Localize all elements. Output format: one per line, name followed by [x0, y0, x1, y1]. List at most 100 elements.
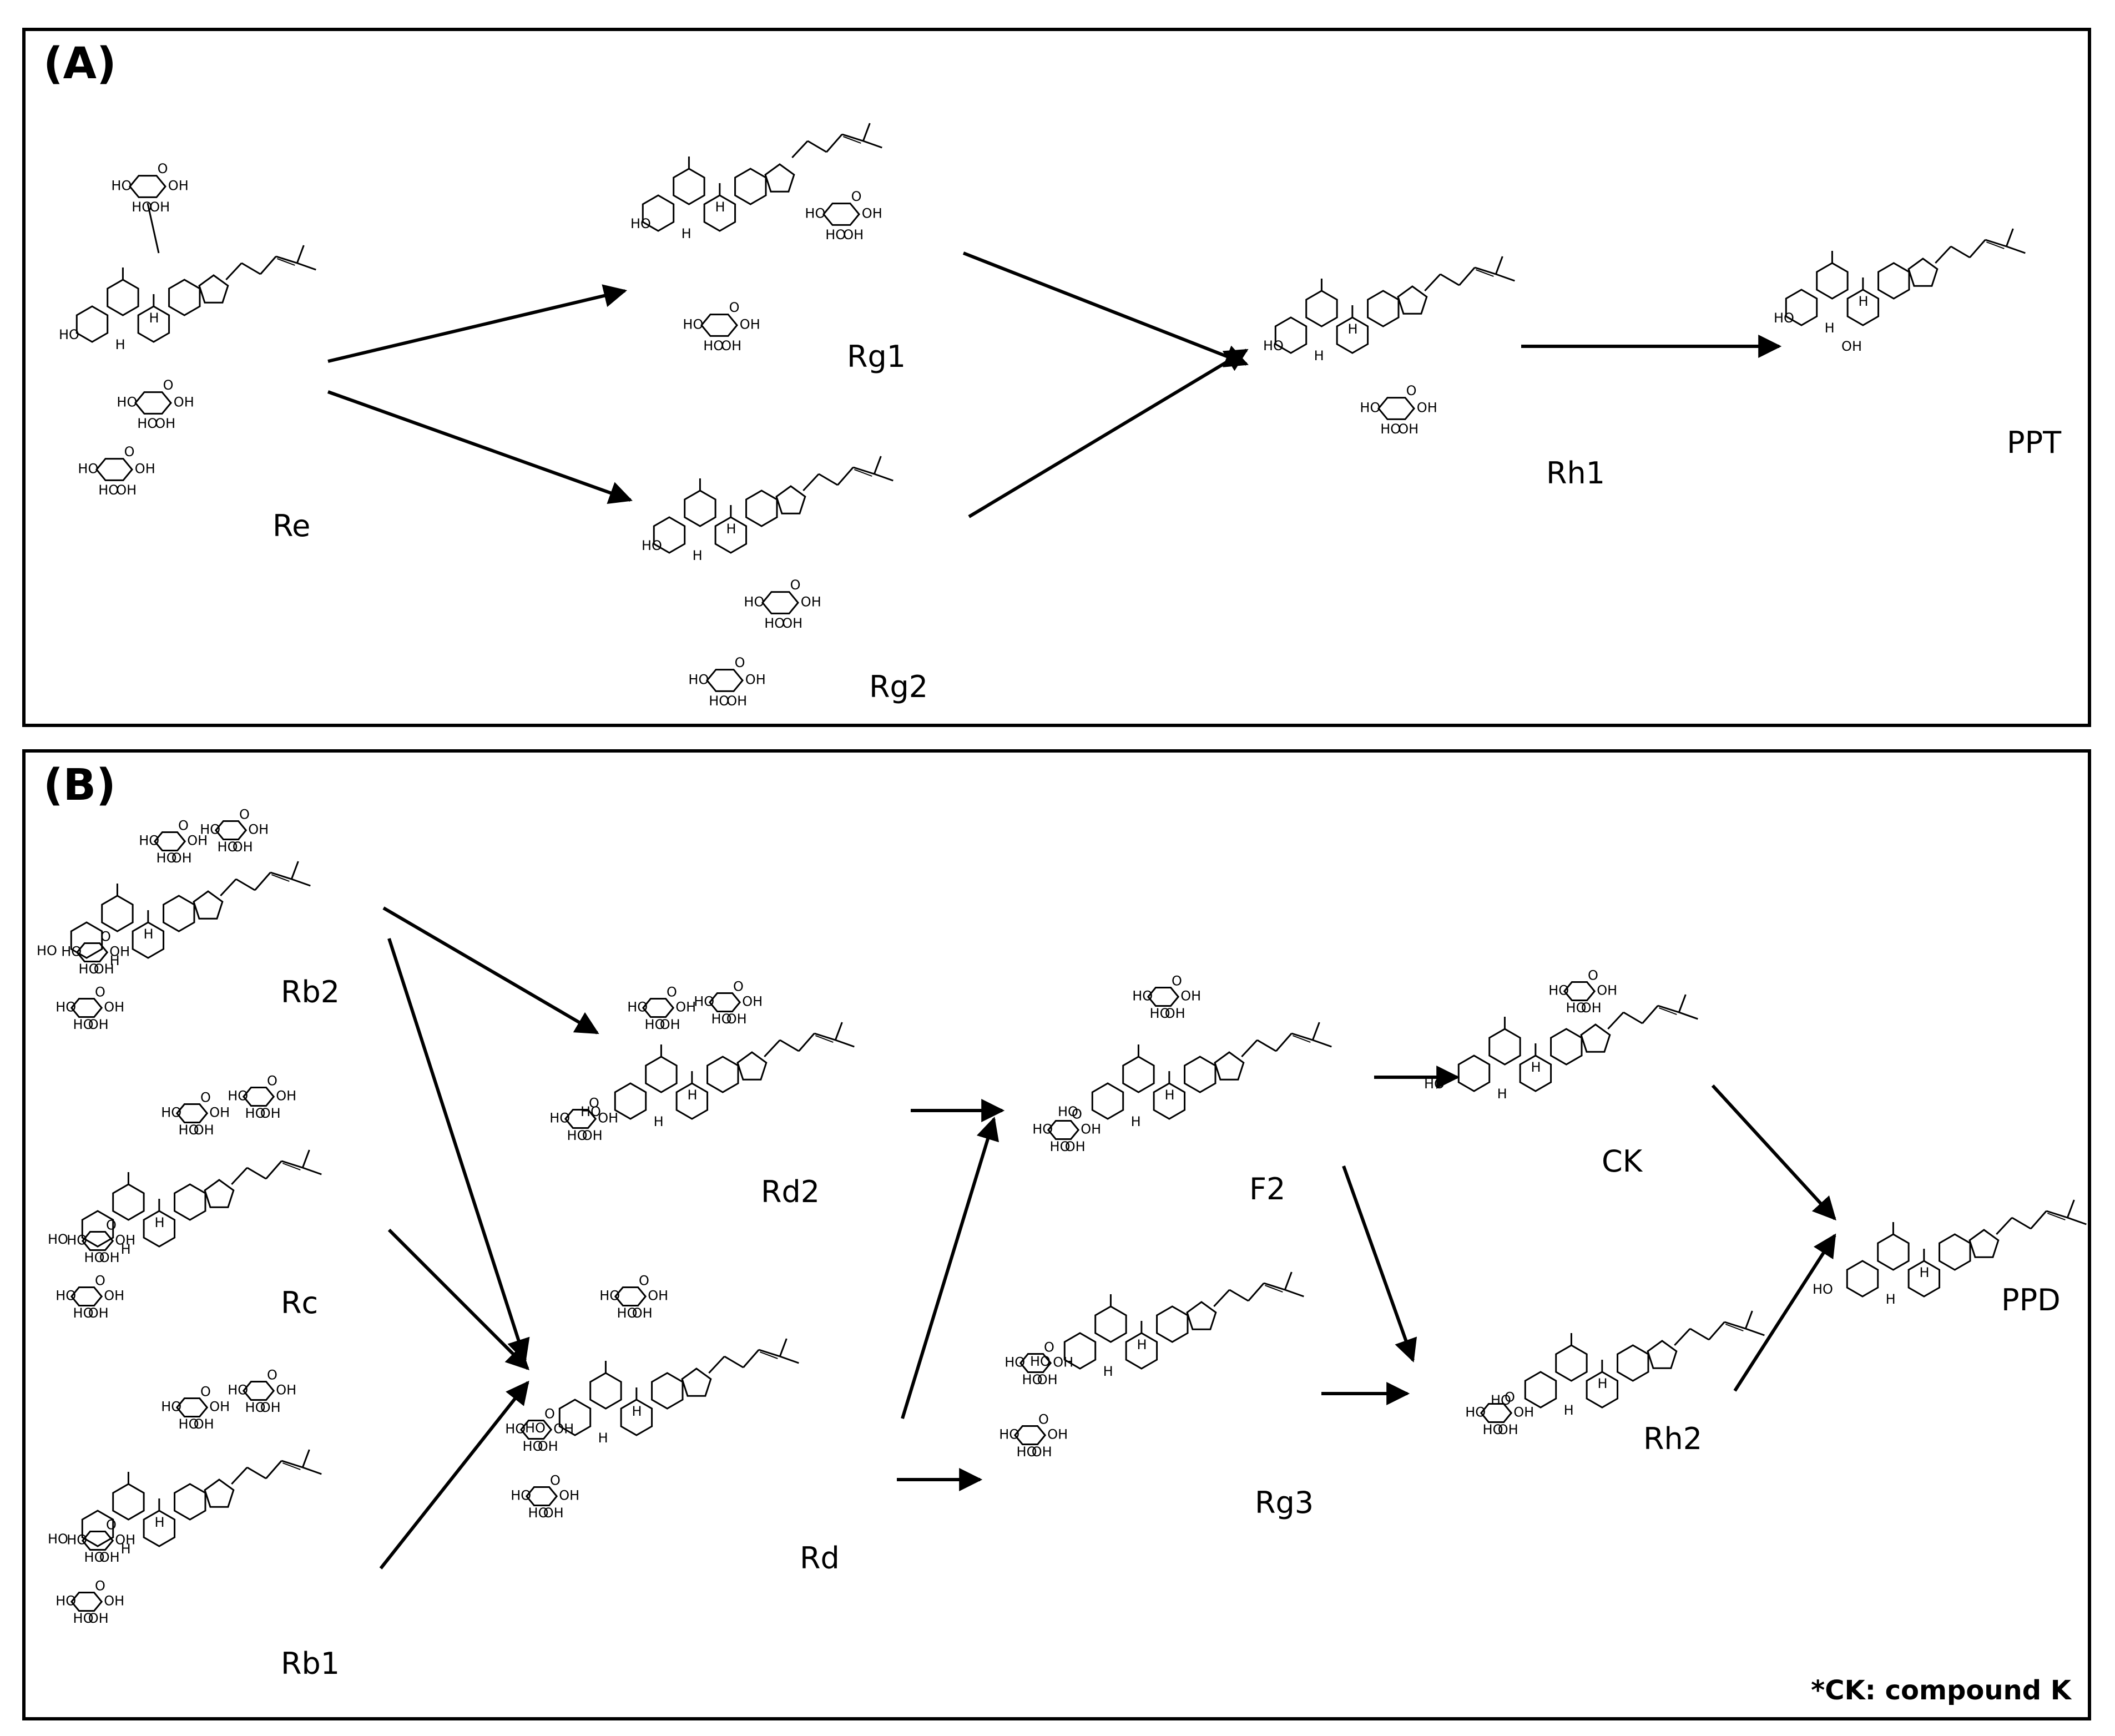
oh-label: OH [1047, 1426, 1068, 1442]
oh-label: HO [1465, 1404, 1486, 1420]
oh-label: OH [543, 1505, 564, 1521]
arrow-rd-f2 [901, 1116, 1000, 1419]
oh-label: OH [1065, 1139, 1086, 1154]
oh-label: OH [276, 1088, 296, 1103]
oh-label: HO [511, 1487, 531, 1503]
oh-label: OH [88, 1305, 109, 1321]
oh-label: HO [645, 1017, 665, 1032]
o-label: O [1406, 383, 1417, 398]
h-label: H [110, 953, 120, 968]
oh-label: HO [505, 1421, 526, 1436]
arrow-rc-rd [387, 1228, 529, 1370]
label-rh1: Rh1 [1546, 456, 1606, 491]
oh-label: HO [709, 693, 729, 709]
oh-label: HO [157, 850, 177, 866]
o-label: O [163, 377, 174, 393]
oh-label: HO [1263, 338, 1284, 354]
oh-label: OH [135, 461, 155, 476]
oh-label: OH [742, 993, 763, 1009]
oh-label: OH [233, 839, 253, 855]
label-rd: Rd [800, 1541, 840, 1576]
oh-label: HO [630, 216, 651, 231]
oh-label: HO [161, 1399, 181, 1414]
h-label: H [115, 337, 125, 352]
oh-label: OH [721, 338, 741, 354]
o-label: O [267, 1073, 277, 1089]
oh-label: OH [1581, 1000, 1602, 1016]
o-label: O [106, 1218, 117, 1233]
label-rb2: Rb2 [281, 975, 340, 1010]
o-label: O [200, 1384, 211, 1400]
o-label: O [106, 1517, 117, 1533]
oh-label: OH [660, 1017, 680, 1032]
label-rb1: Rb1 [281, 1646, 340, 1681]
h-label: H [654, 1114, 664, 1129]
footnote: *CK: compound K [1811, 1675, 2071, 1706]
oh-label: OH [740, 316, 760, 332]
oh-label: OH [248, 821, 269, 837]
oh-label: HO [137, 416, 158, 431]
oh-label: OH [99, 1250, 120, 1265]
oh-label: HO [73, 1017, 94, 1032]
oh-label: OH [1417, 400, 1437, 415]
oh-label: OH [149, 199, 170, 215]
oh-label: OH [553, 1421, 574, 1436]
oh-label: OH [843, 227, 864, 243]
oh-label: HO [228, 1088, 248, 1103]
oh-label: OH [745, 672, 766, 687]
h-label: H [1886, 1291, 1896, 1307]
oh-label: HO [1032, 1121, 1053, 1137]
o-label: O [158, 161, 168, 176]
oh-label: HO [228, 1382, 248, 1397]
oh-label: HO [139, 832, 159, 848]
oh-label: HO [528, 1505, 549, 1521]
oh-label: HO [1380, 421, 1401, 437]
oh-label: HO [55, 999, 76, 1015]
oh-label: HO [627, 999, 648, 1015]
oh-label: HO [59, 327, 79, 342]
h-label: H [1825, 320, 1835, 336]
oh-label: OH [155, 416, 175, 431]
o-label: O [1588, 968, 1598, 983]
h-label: H [144, 926, 154, 942]
oh-label: HO [78, 461, 98, 476]
arrow-rb2-rd2 [382, 906, 599, 1034]
o-label: O [95, 985, 105, 1000]
oh-label: OH [1841, 339, 1862, 354]
oh-label: HO [61, 943, 82, 959]
oh-label: HO [98, 482, 119, 498]
o-label: O [544, 1406, 555, 1422]
o-label: O [550, 1473, 561, 1488]
oh-label: OH [726, 693, 747, 709]
oh-label: HO [55, 1288, 76, 1303]
oh-label: HO [688, 672, 709, 687]
oh-label: OH [115, 1232, 135, 1248]
o-label: O [124, 444, 135, 460]
arrow-re-rg1 [327, 284, 628, 363]
o-label: O [1038, 1412, 1049, 1427]
h-label: H [1564, 1402, 1574, 1418]
oh-label: HO [84, 1250, 105, 1265]
oh-label: OH [276, 1382, 296, 1397]
oh-label: HO [1050, 1139, 1071, 1154]
o-label: O [267, 1367, 277, 1383]
h-label: H [1859, 294, 1869, 309]
oh-label: HO [37, 943, 57, 958]
o-label: O [1505, 1390, 1515, 1405]
oh-label: OH [88, 1611, 109, 1626]
oh-label: OH [99, 1550, 120, 1565]
o-label: O [1172, 973, 1182, 989]
